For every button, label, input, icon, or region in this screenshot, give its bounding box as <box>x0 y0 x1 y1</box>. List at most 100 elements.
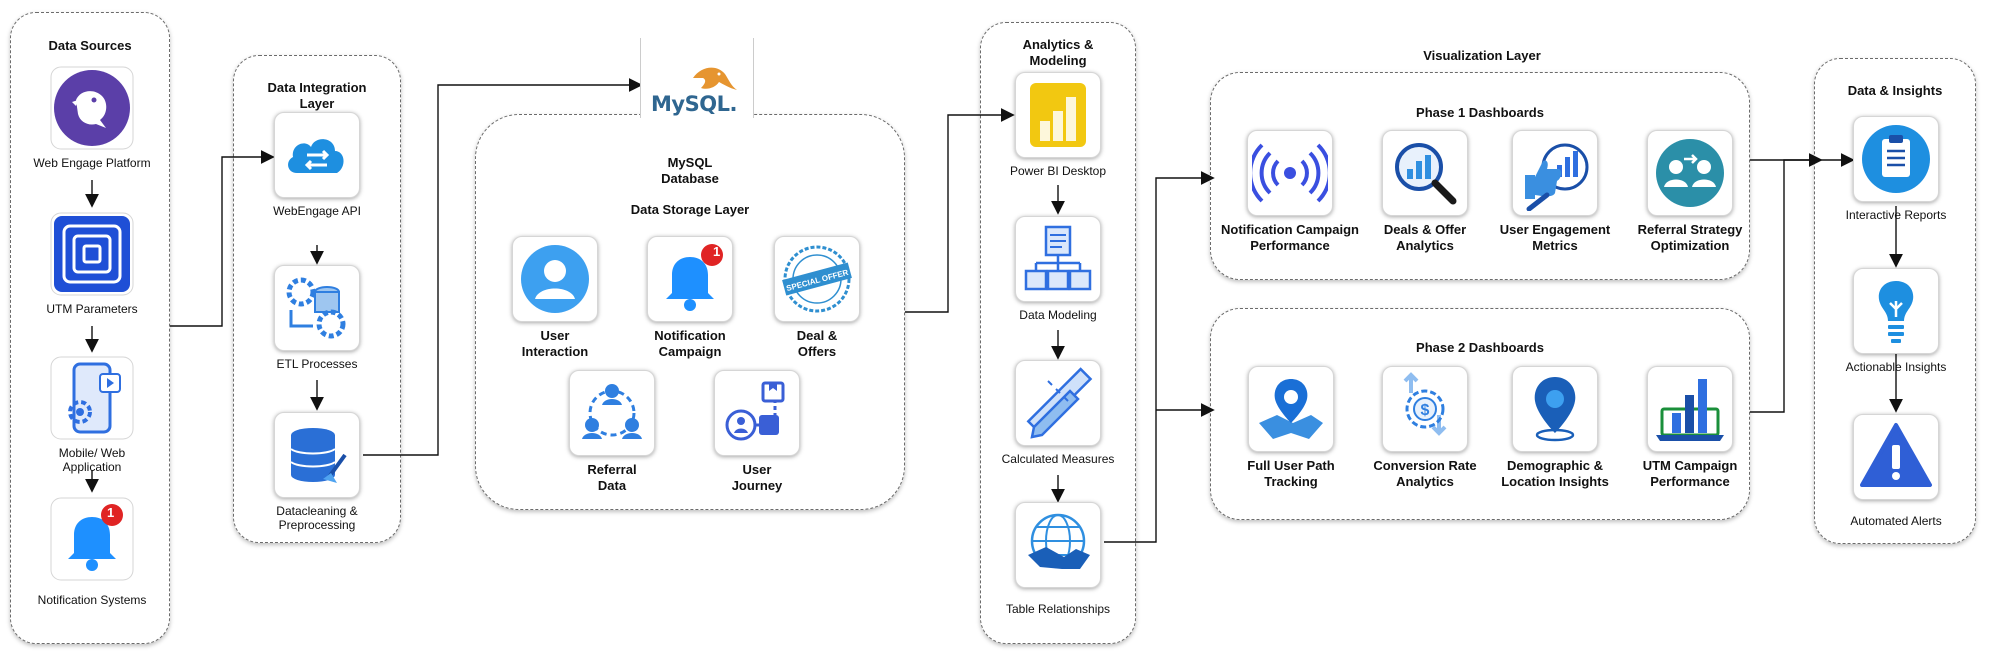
dashboard-label: Conversion Rate Analytics <box>1373 458 1477 489</box>
dashboard-tile <box>1382 130 1468 216</box>
user-journey-icon <box>725 381 785 441</box>
phase1-dashboards-title: Phase 1 Dashboards <box>1416 105 1544 120</box>
insights-automated-alerts[interactable]: Automated Alerts <box>1850 414 1942 528</box>
notification-bell-icon <box>50 497 134 581</box>
source-mobile-web-app[interactable]: Mobile/ Web Application <box>50 356 134 474</box>
integration-tile <box>274 412 360 498</box>
source-label: Web Engage Platform <box>33 156 151 170</box>
mysql-tile <box>512 236 598 322</box>
clipboard-icon <box>1862 125 1930 193</box>
source-label: Notification Systems <box>37 593 147 607</box>
thumbs-up-chart-icon <box>1525 143 1589 211</box>
source-utm-parameters[interactable]: UTM Parameters <box>46 212 138 316</box>
conversion-dollar-icon: $ <box>1403 372 1447 436</box>
insights-label: Actionable Insights <box>1845 360 1947 374</box>
phase2-utm-campaign[interactable]: UTM Campaign Performance <box>1630 366 1750 490</box>
mysql-tile <box>647 236 733 322</box>
mysql-referral-data[interactable]: Referral Data <box>567 370 657 494</box>
dashboard-tile <box>1512 366 1598 452</box>
source-label: Mobile/ Web Application <box>58 446 126 474</box>
source-web-engage-platform[interactable]: Web Engage Platform <box>33 66 151 170</box>
ruler-pencil-icon <box>1026 367 1093 439</box>
dashboard-label: Demographic & Location Insights <box>1501 458 1609 489</box>
laptop-bar-chart-icon <box>1656 379 1724 441</box>
notification-badge: 1 <box>107 505 115 520</box>
lightbulb-icon <box>1878 281 1914 343</box>
mysql-deal-offers[interactable]: SPECIAL OFFER Deal & Offers <box>772 236 862 360</box>
analytics-table-relationships[interactable]: Table Relationships <box>1006 502 1110 616</box>
dashboard-tile <box>1647 366 1733 452</box>
dashboard-tile <box>1647 130 1733 216</box>
insights-actionable[interactable]: Actionable Insights <box>1846 268 1946 374</box>
dashboard-tile: $ <box>1382 366 1468 452</box>
mysql-tile <box>569 370 655 456</box>
analytics-tile <box>1015 72 1101 158</box>
warning-triangle-icon <box>1860 423 1932 487</box>
analytics-data-modeling[interactable]: Data Modeling <box>1015 216 1101 322</box>
notification-badge: 1 <box>713 244 721 259</box>
visualization-layer-title: Visualization Layer <box>1423 48 1541 63</box>
analytics-label: Data Modeling <box>1019 308 1097 322</box>
data-insights-title: Data & Insights <box>1847 83 1943 98</box>
mysql-user-interaction[interactable]: User Interaction <box>510 236 600 360</box>
integration-etl-processes[interactable]: ETL Processes <box>274 265 360 371</box>
dashboard-tile <box>1247 130 1333 216</box>
mysql-node-label: User Journey <box>731 462 783 493</box>
cloud-api-icon <box>288 139 344 173</box>
svg-text:$: $ <box>1421 402 1430 419</box>
insights-label: Automated Alerts <box>1850 514 1942 528</box>
analytics-power-bi[interactable]: Power BI Desktop <box>1010 72 1106 178</box>
data-model-icon <box>1024 225 1092 291</box>
phase1-referral-strategy[interactable]: Referral Strategy Optimization <box>1625 130 1755 254</box>
insights-tile <box>1853 116 1939 202</box>
analytics-tile <box>1015 216 1101 302</box>
phase1-notification-campaign[interactable]: Notification Campaign Performance <box>1210 130 1370 254</box>
dashboard-label: Referral Strategy Optimization <box>1637 222 1743 253</box>
mysql-node-label: Referral Data <box>587 462 637 493</box>
phase1-deals-offer-analytics[interactable]: Deals & Offer Analytics <box>1365 130 1485 254</box>
dashboard-tile <box>1512 130 1598 216</box>
location-pin-icon <box>1534 377 1576 442</box>
source-label: UTM Parameters <box>46 302 138 316</box>
mysql-dolphin-icon <box>693 67 737 90</box>
user-icon <box>521 245 589 313</box>
mysql-user-journey[interactable]: User Journey <box>712 370 802 494</box>
source-notification-systems[interactable]: 1 Notification Systems <box>38 497 146 607</box>
handshake-globe-icon <box>1028 513 1090 569</box>
integration-webengage-api[interactable]: WebEngage API <box>273 112 361 218</box>
integration-label: ETL Processes <box>276 357 358 371</box>
notification-bell-icon <box>666 244 723 311</box>
webengage-bird-icon <box>50 66 134 150</box>
analytics-label: Calculated Measures <box>1001 452 1115 466</box>
dashboard-tile <box>1248 366 1334 452</box>
referral-network-icon <box>582 384 642 439</box>
database-clean-icon <box>290 428 347 483</box>
etl-gears-icon <box>286 277 346 339</box>
insights-interactive-reports[interactable]: Interactive Reports <box>1846 116 1946 222</box>
dashboard-label: UTM Campaign Performance <box>1642 458 1738 489</box>
integration-tile <box>274 112 360 198</box>
phase2-demographic-location[interactable]: Demographic & Location Insights <box>1490 366 1620 490</box>
phase1-user-engagement[interactable]: User Engagement Metrics <box>1495 130 1615 254</box>
mysql-notification-campaign[interactable]: 1 Notification Campaign <box>640 236 740 360</box>
mobile-app-icon <box>50 356 134 440</box>
integration-datacleaning[interactable]: Datacleaning & Preprocessing <box>274 412 360 532</box>
analytics-modeling-title: Analytics & Modeling <box>1022 37 1094 68</box>
mysql-logo: MySQL. <box>640 38 754 118</box>
data-sources-title: Data Sources <box>48 38 132 53</box>
integration-tile <box>274 265 360 351</box>
mysql-tile <box>714 370 800 456</box>
phase2-conversion-rate[interactable]: $ Conversion Rate Analytics <box>1365 366 1485 490</box>
integration-label: WebEngage API <box>273 204 361 218</box>
insights-tile <box>1853 414 1939 500</box>
broadcast-icon <box>1252 143 1328 203</box>
analytics-tile <box>1015 360 1101 446</box>
phase2-full-user-path[interactable]: Full User Path Tracking <box>1236 366 1346 490</box>
mysql-node-label: User Interaction <box>521 328 589 359</box>
analytics-calculated-measures[interactable]: Calculated Measures <box>1002 360 1114 466</box>
map-pin-icon <box>1259 379 1323 439</box>
magnifier-chart-icon <box>1395 143 1457 205</box>
power-bi-icon <box>1030 83 1086 147</box>
mysql-database-title: MySQL Database <box>661 155 719 186</box>
analytics-label: Power BI Desktop <box>1009 164 1107 178</box>
